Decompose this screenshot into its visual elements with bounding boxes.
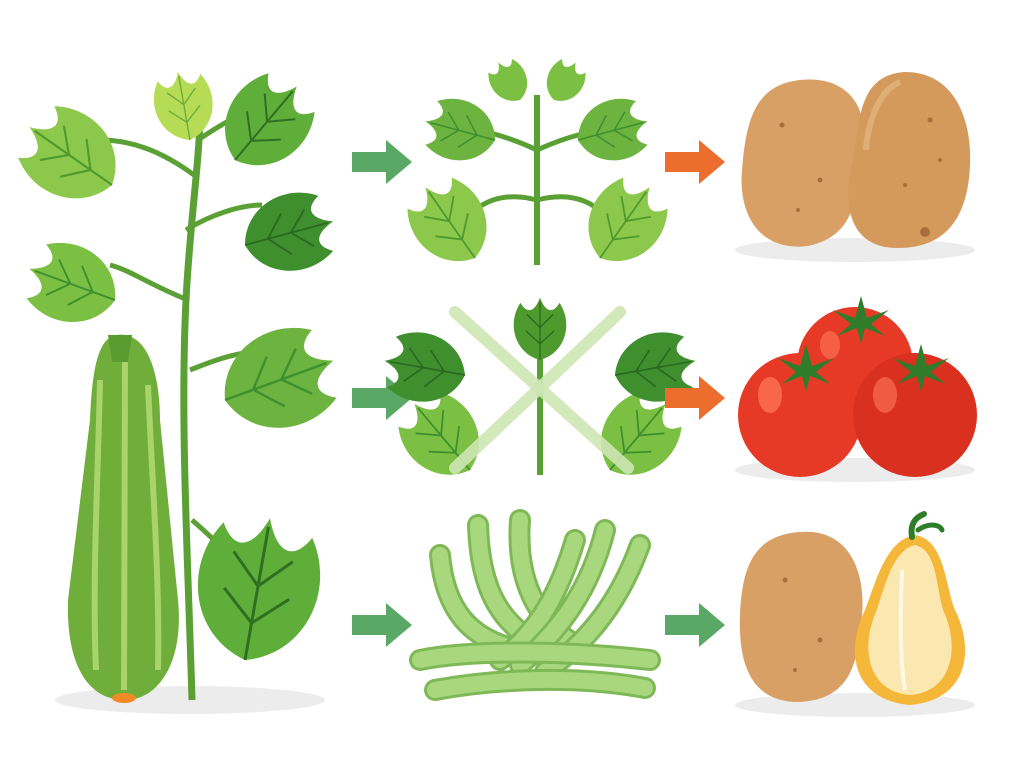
potato-and-squash-icon [735,511,975,717]
bean-pod-body [412,644,658,668]
young-plant-icon [395,53,680,279]
leaf [208,314,350,446]
bean-pod-body [427,671,653,698]
squash-stem [908,511,927,540]
arrow-row1-left [352,140,412,184]
crossed-plant-icon [378,297,702,494]
tomato-stem-icon [778,296,949,392]
potato [848,72,971,248]
leaf [16,232,129,337]
leaf [5,92,137,220]
zucchini-icon [67,334,179,703]
leaf [235,184,344,283]
green-beans-icon [409,509,661,701]
zucchini-tip [112,693,136,703]
zucchini-plant-icon [5,60,350,714]
arrow-row1-right [665,140,725,184]
tomatoes-icon [735,296,977,482]
arrow-row3-left [352,603,412,647]
potato [739,531,863,702]
arrow-row3-right [665,603,725,647]
cross-mark [449,306,634,474]
potato [741,79,864,247]
main-stem [180,109,204,701]
potatoes-icon [735,72,975,262]
